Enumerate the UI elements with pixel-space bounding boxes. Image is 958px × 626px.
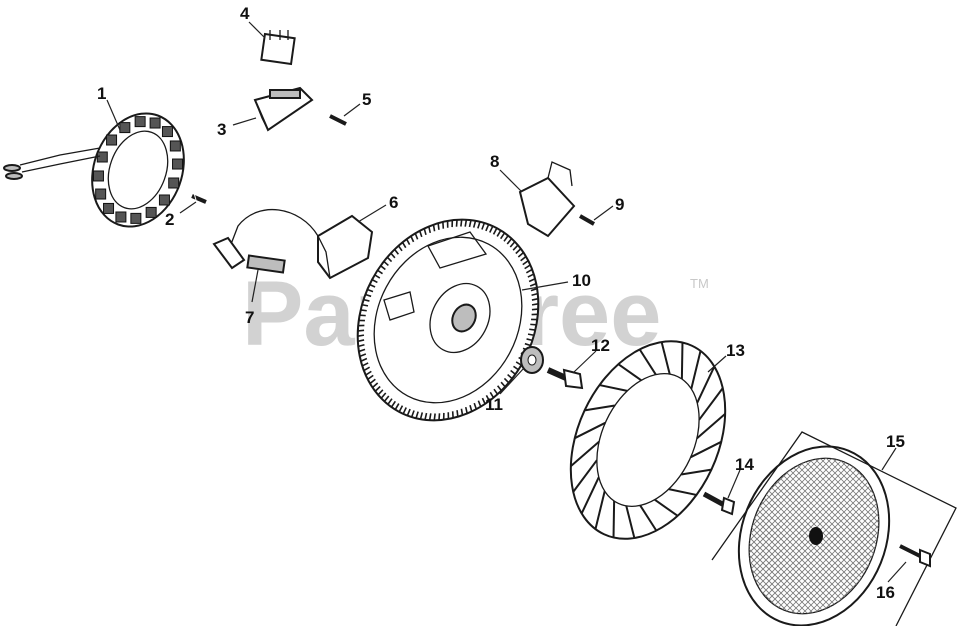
part-11-washer[interactable]	[520, 346, 544, 374]
part-8-bracket[interactable]	[518, 161, 576, 238]
callout-3[interactable]: 3	[217, 120, 226, 139]
callout-9[interactable]: 9	[615, 195, 624, 214]
callout-2[interactable]: 2	[165, 210, 174, 229]
leader-lines	[106, 21, 907, 583]
part-9-screw[interactable]	[579, 214, 595, 226]
callout-labels: 1 2 3 4 5 6 7 8 9 10 11 12 13 14 15 16	[97, 4, 905, 602]
callout-8[interactable]: 8	[490, 152, 499, 171]
callout-5[interactable]: 5	[362, 90, 371, 109]
callout-15[interactable]: 15	[886, 432, 905, 451]
part-3-regulator[interactable]	[253, 86, 314, 132]
callout-10[interactable]: 10	[572, 271, 591, 290]
part-1-stator[interactable]	[3, 100, 199, 239]
part-6-ignition-module[interactable]	[227, 208, 374, 280]
callout-12[interactable]: 12	[591, 336, 610, 355]
part-14-screw[interactable]	[702, 491, 736, 516]
part-2-screw[interactable]	[191, 192, 207, 204]
part-13-fan[interactable]	[541, 316, 756, 564]
callout-1[interactable]: 1	[97, 84, 106, 103]
callout-6[interactable]: 6	[389, 193, 398, 212]
part-7-spark-terminal[interactable]	[212, 236, 286, 274]
part-4-connector[interactable]	[260, 30, 296, 66]
watermark-trademark: TM	[690, 276, 709, 291]
part-10-flywheel[interactable]	[323, 188, 573, 452]
part-12-flywheel-nut[interactable]	[546, 367, 584, 390]
callout-7[interactable]: 7	[245, 308, 254, 327]
callout-14[interactable]: 14	[735, 455, 754, 474]
callout-16[interactable]: 16	[876, 583, 895, 602]
callout-11[interactable]: 11	[485, 395, 503, 414]
part-5-screw[interactable]	[329, 114, 347, 126]
callout-4[interactable]: 4	[240, 4, 250, 23]
callout-13[interactable]: 13	[726, 341, 745, 360]
part-16-screw[interactable]	[899, 544, 931, 568]
